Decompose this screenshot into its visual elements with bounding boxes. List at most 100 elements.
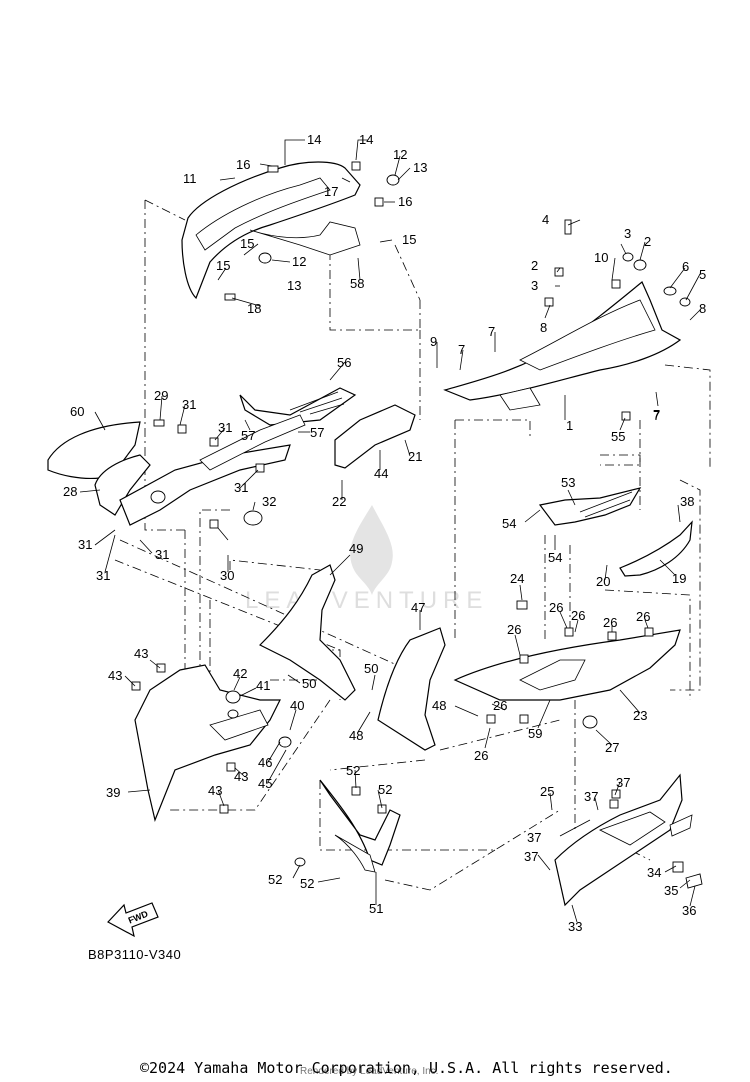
- callout-label: 44: [374, 466, 388, 481]
- callout-label: 46: [258, 755, 272, 770]
- callout-label: 11: [183, 171, 197, 186]
- callout-label: 37: [616, 775, 630, 790]
- callout-label: 37: [584, 789, 598, 804]
- callout-label: 33: [568, 919, 582, 934]
- callout-label: 50: [364, 661, 378, 676]
- callout-label: 15: [216, 258, 230, 273]
- callout-label: 23: [633, 708, 647, 723]
- callout-label: 40: [290, 698, 304, 713]
- frame-lower-left: [119, 444, 291, 526]
- part-19-panel: [619, 520, 693, 577]
- callout-label: 20: [596, 574, 610, 589]
- callout-label: 29: [154, 388, 168, 403]
- callout-label: 55: [611, 429, 625, 444]
- callout-label: 47: [411, 600, 425, 615]
- callout-label: 60: [70, 404, 84, 419]
- diagram-code: B8P3110-V340: [88, 947, 182, 962]
- callout-label: 38: [680, 494, 694, 509]
- callout-label: 24: [510, 571, 524, 586]
- part-33-panel: [554, 773, 683, 907]
- callout-label: 10: [594, 250, 608, 265]
- watermark: LEADVENTURE: [245, 505, 488, 614]
- callout-label: 41: [256, 678, 270, 693]
- callout-label: 26: [603, 615, 617, 630]
- callout-label: 37: [524, 849, 538, 864]
- callout-label: 58: [350, 276, 364, 291]
- part-53-panel: [538, 487, 642, 526]
- callout-label: 3: [624, 226, 631, 241]
- callout-label: 31: [218, 420, 232, 435]
- callout-label: 56: [337, 355, 351, 370]
- callout-label: 36: [682, 903, 696, 918]
- callout-label: 31: [234, 480, 248, 495]
- callout-label: 4: [542, 212, 549, 227]
- callout-label: 16: [398, 194, 412, 209]
- part-39-panel: [134, 664, 281, 822]
- callout-label: 37: [527, 830, 541, 845]
- callout-label: 7: [488, 324, 495, 339]
- callout-label: 52: [268, 872, 282, 887]
- callout-label: 35: [664, 883, 678, 898]
- callout-label: 57: [310, 425, 324, 440]
- callout-label: 15: [402, 232, 416, 247]
- part-47-panel: [377, 627, 446, 751]
- fwd-arrow-icon: FWD: [107, 902, 159, 938]
- callout-label: 18: [247, 301, 261, 316]
- callout-label: 34: [647, 865, 661, 880]
- callout-label: 53: [561, 475, 575, 490]
- callout-label: 26: [474, 748, 488, 763]
- callout-label: 26: [493, 698, 507, 713]
- callout-label: 26: [549, 600, 563, 615]
- callout-label: 25: [540, 784, 554, 799]
- callout-label: 2: [644, 234, 651, 249]
- callout-label: 31: [96, 568, 110, 583]
- callout-label: 26: [571, 608, 585, 623]
- callout-label: 5: [699, 267, 706, 282]
- callout-label: 32: [262, 494, 276, 509]
- part-51-panel: [319, 779, 401, 866]
- callout-label: 13: [413, 160, 427, 175]
- callout-label: 8: [699, 301, 706, 316]
- callout-label: 50: [302, 676, 316, 691]
- leader-lines: [79, 139, 701, 923]
- callout-label: 27: [605, 740, 619, 755]
- callout-label: 51: [369, 901, 383, 916]
- callout-label: 26: [507, 622, 521, 637]
- watermark-text: LEADVENTURE: [245, 587, 488, 614]
- callout-label: 19: [672, 571, 686, 586]
- callout-label: 2: [531, 258, 538, 273]
- part-21-panel: [334, 404, 416, 469]
- part-11-panel: [181, 161, 361, 300]
- callout-label: 43: [134, 646, 148, 661]
- callout-label: 15: [240, 236, 254, 251]
- callout-label: 8: [540, 320, 547, 335]
- callout-label: 43: [108, 668, 122, 683]
- callout-label: 31: [182, 397, 196, 412]
- callout-label: 1: [566, 418, 573, 433]
- copyright-text: ©2024 Yamaha Motor Corporation, U.S.A. A…: [140, 1059, 673, 1077]
- callout-label: 48: [432, 698, 446, 713]
- callout-label: 52: [300, 876, 314, 891]
- callout-label: 7: [653, 407, 660, 422]
- callout-label: 28: [63, 484, 77, 499]
- rendered-by-text: Rendered by LeadVenture, Inc.: [300, 1066, 439, 1077]
- callout-label: 17: [324, 184, 338, 199]
- callout-label: 14: [307, 132, 321, 147]
- part-56-panel: [239, 387, 357, 426]
- callout-label: 49: [349, 541, 363, 556]
- callout-label: 14: [359, 132, 373, 147]
- callout-label: 26: [636, 609, 650, 624]
- callout-label: 39: [106, 785, 120, 800]
- callouts: 14 14 16 17 11 12 13 16 15 15 15 12 13 5…: [63, 132, 706, 934]
- parts: [47, 161, 703, 907]
- callout-label: 48: [349, 728, 363, 743]
- callout-label: 30: [220, 568, 234, 583]
- part-49-panel: [258, 564, 356, 701]
- callout-label: 59: [528, 726, 542, 741]
- callout-label: 12: [393, 147, 407, 162]
- callout-label: 6: [682, 259, 689, 274]
- callout-label: 16: [236, 157, 250, 172]
- callout-label: 21: [408, 449, 422, 464]
- callout-label: 43: [208, 783, 222, 798]
